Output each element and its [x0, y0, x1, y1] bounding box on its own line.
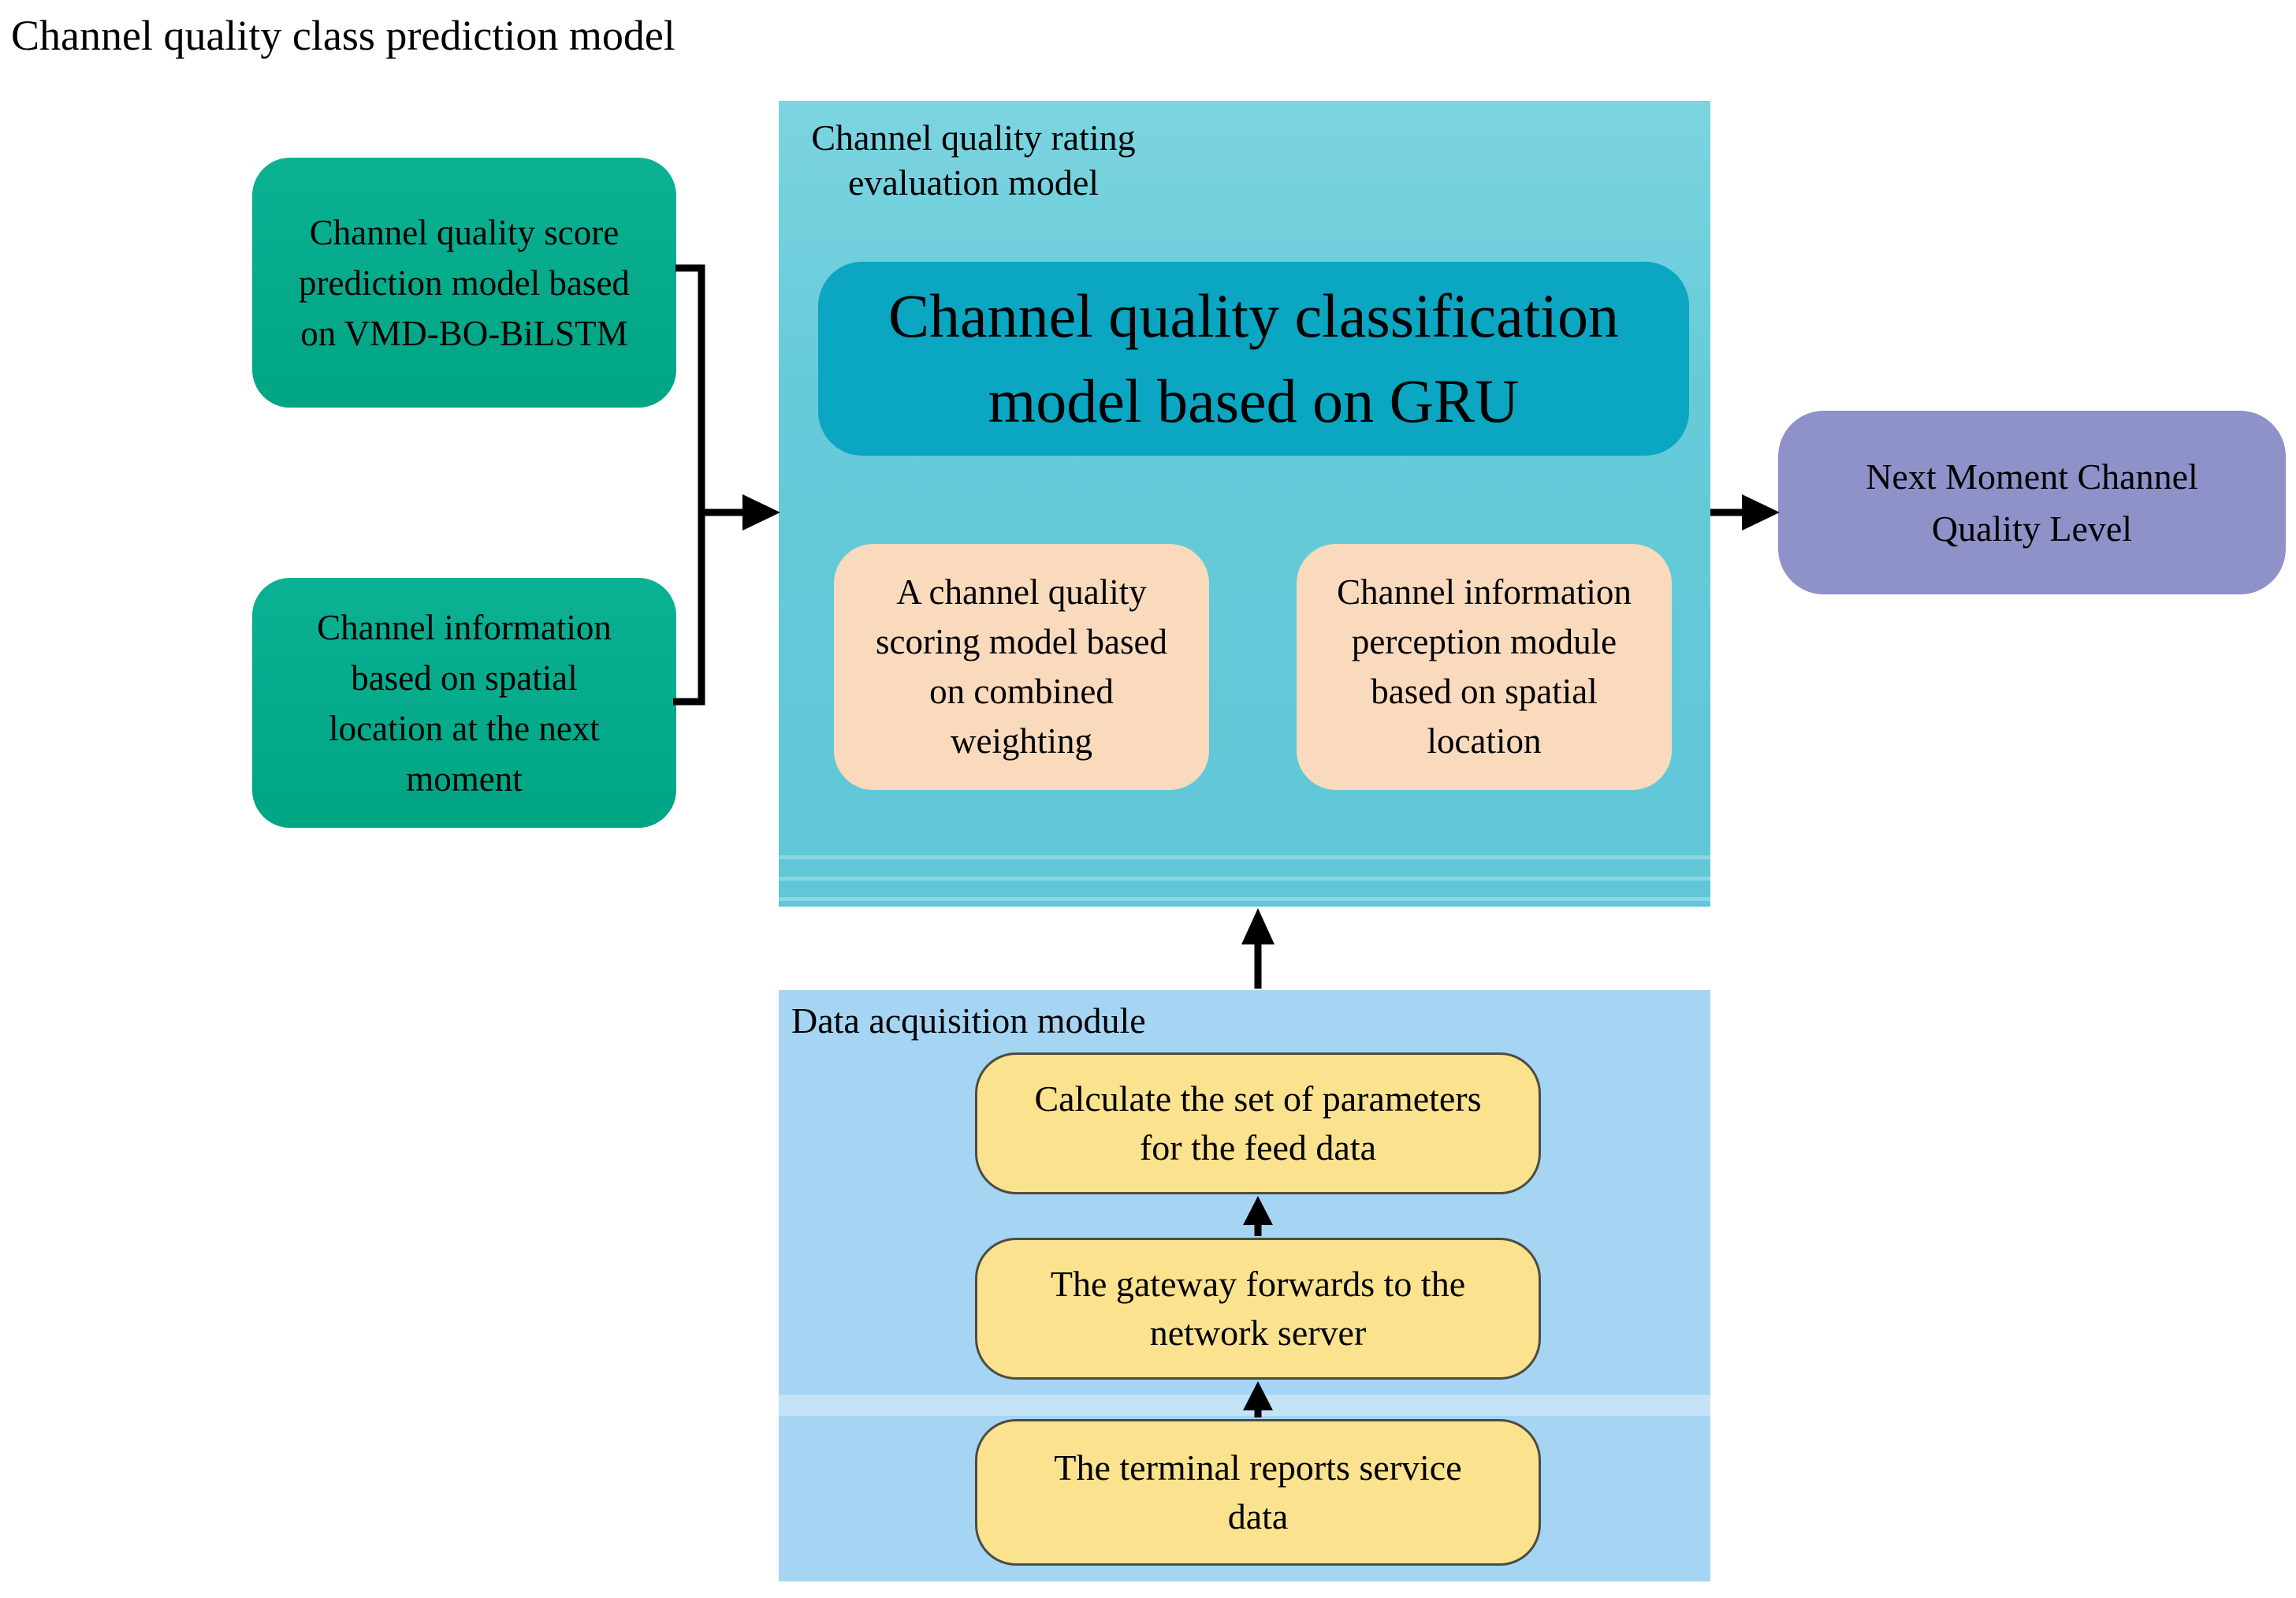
evaluation-model-panel: Channel quality rating evaluation model …: [779, 101, 1710, 907]
step-box-terminal-reports-label: The terminal reports service data: [1054, 1447, 1462, 1537]
arrow-into-evaluation-head: [742, 494, 780, 531]
step-box-gateway-forwards: The gateway forwards to the network serv…: [975, 1238, 1541, 1380]
input-box-score-prediction-label: Channel quality score prediction model b…: [299, 212, 630, 353]
perception-module-box: Channel information perception module ba…: [1297, 544, 1672, 790]
panel-band: [779, 877, 1710, 881]
perception-module-label: Channel information perception module ba…: [1337, 572, 1632, 761]
arrow-to-output-head: [1742, 494, 1780, 531]
scoring-model-box: A channel quality scoring model based on…: [834, 544, 1209, 790]
scoring-model-label: A channel quality scoring model based on…: [876, 572, 1167, 761]
step-box-calculate-parameters: Calculate the set of parameters for the …: [975, 1052, 1541, 1194]
data-acquisition-panel: Data acquisition module Calculate the se…: [779, 990, 1710, 1581]
panel-band: [779, 855, 1710, 859]
gru-classifier-label: Channel quality classification model bas…: [888, 281, 1620, 435]
evaluation-panel-heading: Channel quality rating evaluation model: [811, 117, 1136, 203]
panel-band: [779, 1395, 1710, 1416]
figure-title: Channel quality class prediction model: [11, 12, 675, 59]
input-box-spatial-information-label: Channel information based on spatial loc…: [317, 607, 612, 799]
merge-bracket-connector: [673, 264, 705, 706]
gru-classifier-box: Channel quality classification model bas…: [818, 262, 1689, 456]
input-box-spatial-information: Channel information based on spatial loc…: [252, 578, 676, 828]
step-box-gateway-forwards-label: The gateway forwards to the network serv…: [1050, 1264, 1466, 1353]
arrow-acquisition-to-evaluation-head: [1241, 908, 1275, 944]
panel-band: [779, 897, 1710, 901]
step-box-terminal-reports: The terminal reports service data: [975, 1419, 1541, 1566]
output-box-quality-level: Next Moment Channel Quality Level: [1778, 411, 2286, 594]
step-box-calculate-parameters-label: Calculate the set of parameters for the …: [1034, 1078, 1482, 1168]
acquisition-panel-heading: Data acquisition module: [791, 1000, 1146, 1041]
input-box-score-prediction: Channel quality score prediction model b…: [252, 158, 676, 408]
output-box-label: Next Moment Channel Quality Level: [1866, 456, 2198, 549]
